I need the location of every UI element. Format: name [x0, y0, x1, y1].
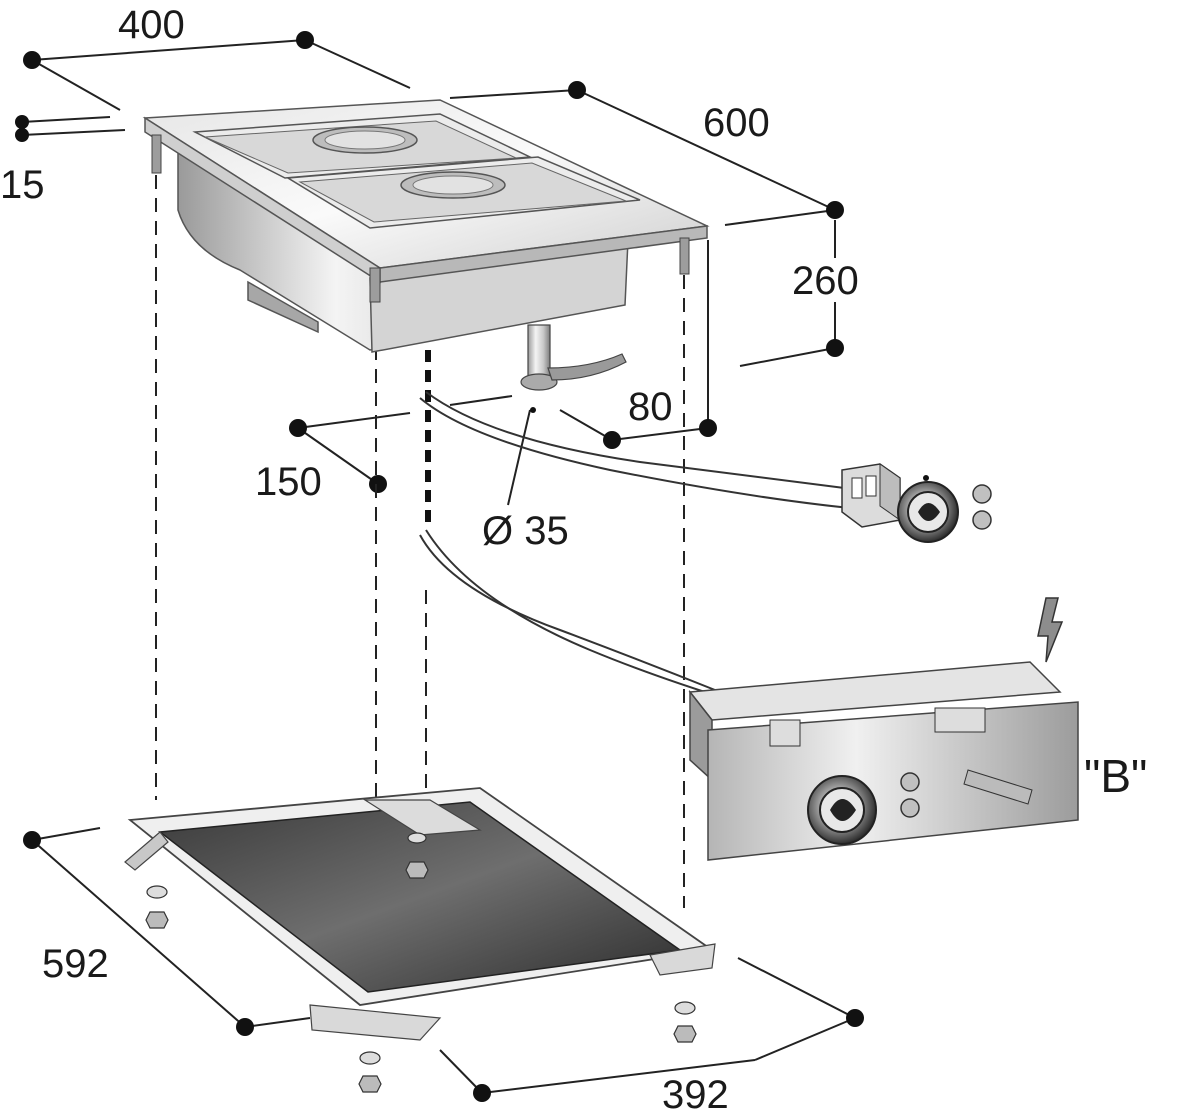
bain-marie-unit [142, 99, 710, 391]
dim-drain-left-label: 150 [255, 460, 322, 504]
dim-frame-width-label: 392 [662, 1073, 729, 1117]
control-box-b [688, 661, 1079, 861]
dim-drain-right-label: 80 [628, 385, 673, 429]
switch-assembly [841, 463, 992, 543]
alignment-lines [155, 175, 685, 1000]
dim-rim-label: 15 [0, 163, 45, 207]
dim-drain-diameter-label: Ø 35 [482, 509, 569, 553]
dim-frame-depth-label: 592 [42, 942, 109, 986]
cables [419, 391, 871, 701]
dim-width-top-label: 400 [118, 3, 185, 47]
dim-depth-top-label: 600 [703, 101, 770, 145]
lightning-bolt-icon [1037, 597, 1064, 663]
control-box-label: "B" [1084, 750, 1147, 802]
dim-height-label: 260 [792, 259, 859, 303]
mounting-frame [124, 787, 716, 1093]
dimension-lines [15, 31, 864, 1102]
